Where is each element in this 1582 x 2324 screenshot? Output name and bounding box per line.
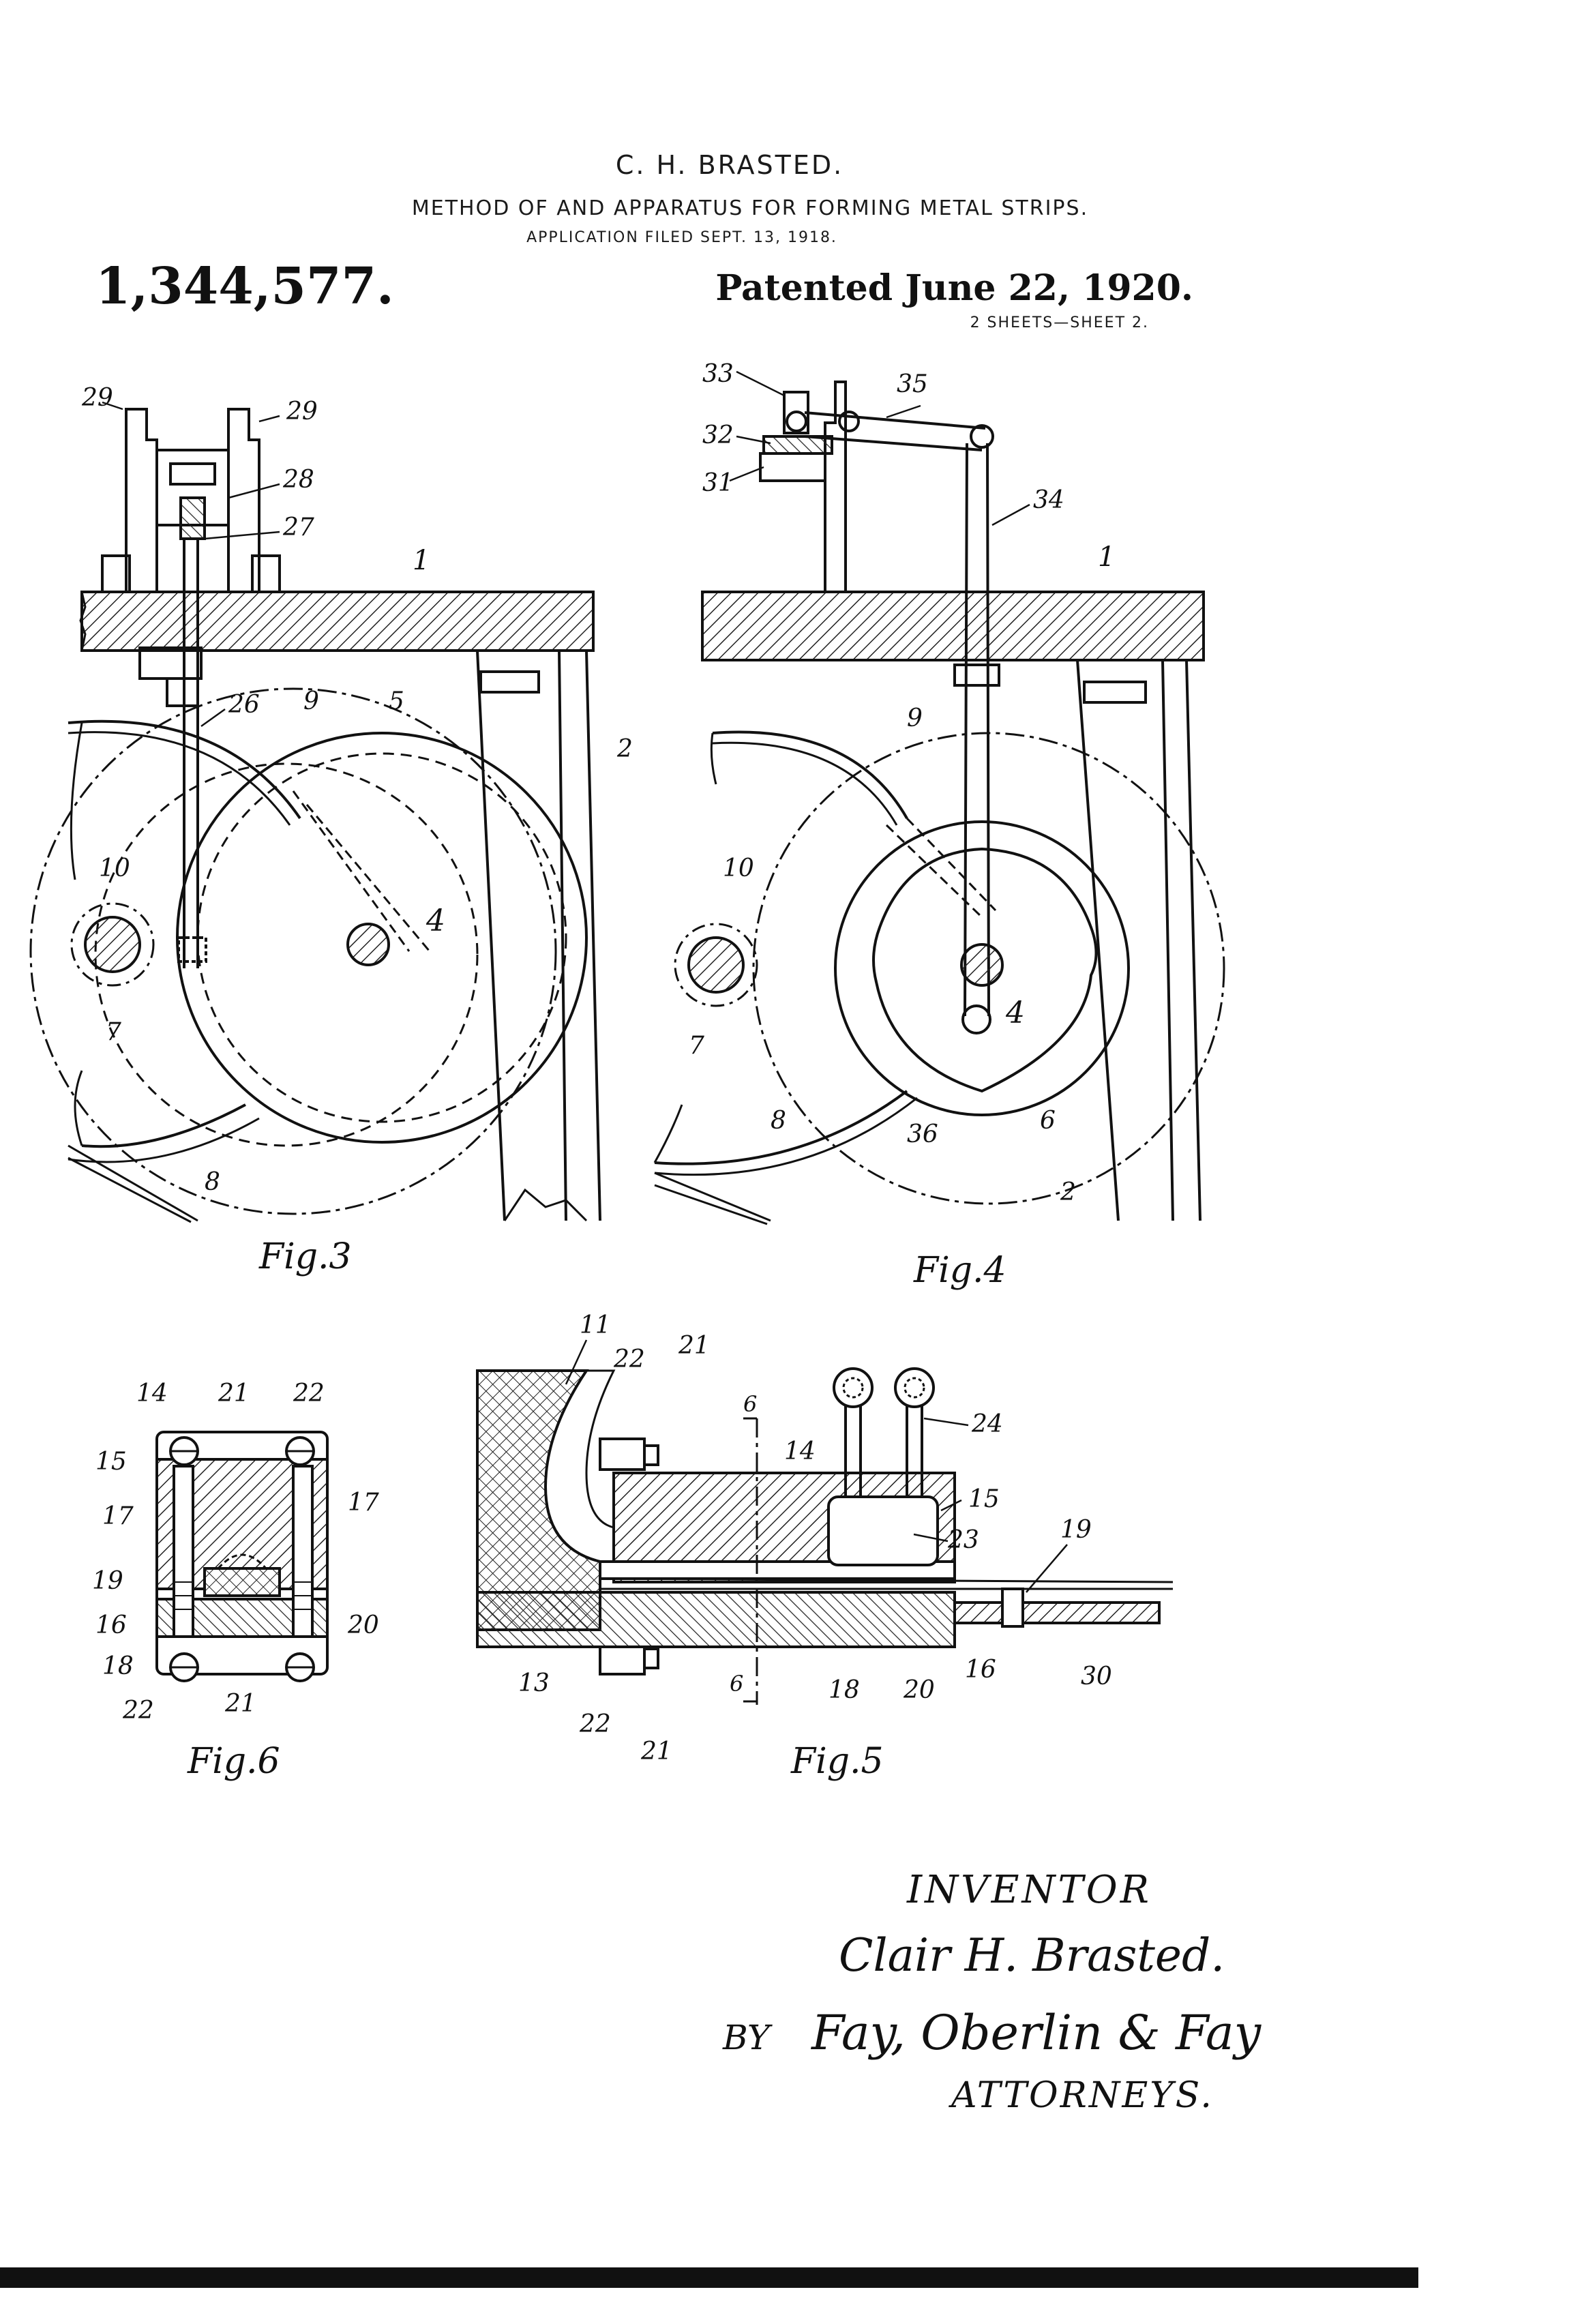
fig6-label-21: 21 [218,1380,250,1407]
fig4-label-36: 36 [907,1120,938,1148]
fig5-label-24: 24 [971,1410,1003,1438]
fig4-label-34: 34 [1033,486,1064,514]
fig4-label-33: 33 [702,360,734,388]
figure-6: 14 21 22 15 17 17 19 20 16 18 22 21 Fig.… [92,1380,379,1782]
fig4-label-8: 8 [771,1107,786,1135]
inventor-signature: Clair H. Brasted. [839,1929,1225,1982]
fig6-label-14: 14 [136,1380,168,1407]
fig4-shaft-4 [961,944,1002,985]
fig6-label-22b: 22 [122,1697,154,1725]
fig3-label-29b: 29 [286,398,318,426]
fig4-label-2: 2 [1060,1178,1076,1206]
fig3-label-7: 7 [106,1018,121,1046]
fig3-shaft-7 [85,917,140,972]
fig6-caption: Fig.6 [187,1741,280,1782]
fig4-label-1: 1 [1098,541,1115,573]
fig5-label-13: 13 [518,1669,550,1697]
fig4-shaft-7 [689,938,743,992]
fig5-label-23: 23 [947,1526,979,1554]
fig3-shaft-4 [348,924,389,965]
fig5-caption: Fig.5 [790,1741,884,1782]
attorneys-signature: Fay, Oberlin & Fay [810,2005,1262,2061]
signature-block: INVENTOR Clair H. Brasted. BY Fay, Oberl… [722,1868,1262,2116]
fig3-label-8: 8 [205,1168,220,1196]
fig5-label-30: 30 [1081,1663,1112,1690]
fig3-label-29a: 29 [81,384,113,412]
fig3-table-top [82,592,593,651]
fig6-label-21b: 21 [224,1690,256,1718]
fig5-label-6b: 6 [730,1671,743,1697]
fig3-label-26: 26 [228,691,260,719]
fig4-label-7: 7 [689,1032,704,1060]
sheet-count: 2 SHEETS—SHEET 2. [970,314,1149,331]
fig3-label-10: 10 [99,854,130,882]
fig6-label-17a: 17 [102,1502,134,1530]
fig3-frame [477,651,600,1221]
fig4-strip-8 [713,732,907,818]
fig5-label-19: 19 [1060,1516,1092,1544]
fig3-label-2: 2 [616,735,633,763]
header-title: METHOD OF AND APPARATUS FOR FORMING META… [412,196,1088,220]
fig4-caption: Fig.4 [913,1250,1006,1291]
fig3-label-4: 4 [426,904,445,938]
inventor-heading: INVENTOR [906,1868,1152,1912]
fig6-label-20: 20 [347,1611,379,1639]
fig3-caption: Fig.3 [258,1236,352,1277]
scan-border-bar [0,2267,1418,2288]
fig4-rod-34 [965,443,989,1016]
fig6-label-16: 16 [95,1611,127,1639]
fig5-label-21b: 21 [640,1738,672,1766]
fig3-label-28: 28 [282,466,314,494]
fig5-label-20: 20 [903,1676,935,1704]
fig5-label-11: 11 [580,1311,611,1339]
fig6-label-22: 22 [293,1380,325,1407]
fig5-label-18: 18 [829,1676,860,1704]
fig5-lower-block-13 [477,1592,955,1647]
figure-4: 33 35 32 31 34 1 9 10 7 4 8 36 6 2 Fig.4 [655,360,1224,1291]
fig4-label-32: 32 [702,421,734,449]
figure-5: 11 22 21 6 14 24 15 23 19 13 22 21 6 18 … [477,1311,1173,1782]
fig4-label-9: 9 [907,704,923,732]
fig3-label-1: 1 [413,545,430,576]
fig6-label-19: 19 [92,1567,123,1595]
fig5-label-15: 15 [968,1485,1000,1513]
fig5-label-14: 14 [784,1437,816,1465]
fig4-label-6: 6 [1040,1107,1056,1135]
patent-number: 1,344,577. [95,257,394,316]
fig4-label-35: 35 [897,370,928,398]
fig6-label-18: 18 [102,1652,134,1680]
fig5-label-21: 21 [678,1332,710,1360]
attorneys-label: ATTORNEYS. [949,2075,1214,2116]
fig4-label-10: 10 [723,854,754,882]
header-inventor-name: C. H. BRASTED. [616,150,844,180]
fig3-label-5: 5 [389,687,404,715]
fig3-label-9: 9 [303,687,319,715]
header-application-filed: APPLICATION FILED SEPT. 13, 1918. [526,229,837,246]
patent-header: C. H. BRASTED. METHOD OF AND APPARATUS F… [95,150,1193,331]
figure-3: 29 29 28 27 1 26 9 5 2 10 4 7 8 Fig.3 [31,384,633,1277]
fig4-label-4: 4 [1005,996,1025,1030]
patented-date: Patented June 22, 1920. [715,267,1193,309]
fig5-chamber-23 [829,1497,938,1565]
fig5-label-6a: 6 [743,1391,757,1417]
by-label: BY [722,2018,773,2057]
fig5-platform-30 [955,1603,1159,1623]
fig5-label-22: 22 [613,1345,645,1373]
fig6-label-17b: 17 [348,1489,379,1517]
fig3-label-27: 27 [282,513,314,541]
fig4-table-top [702,592,1204,660]
fig6-label-15: 15 [95,1448,127,1476]
fig5-label-22b: 22 [579,1710,611,1738]
fig4-label-31: 31 [702,469,734,497]
fig5-label-16: 16 [965,1656,996,1684]
